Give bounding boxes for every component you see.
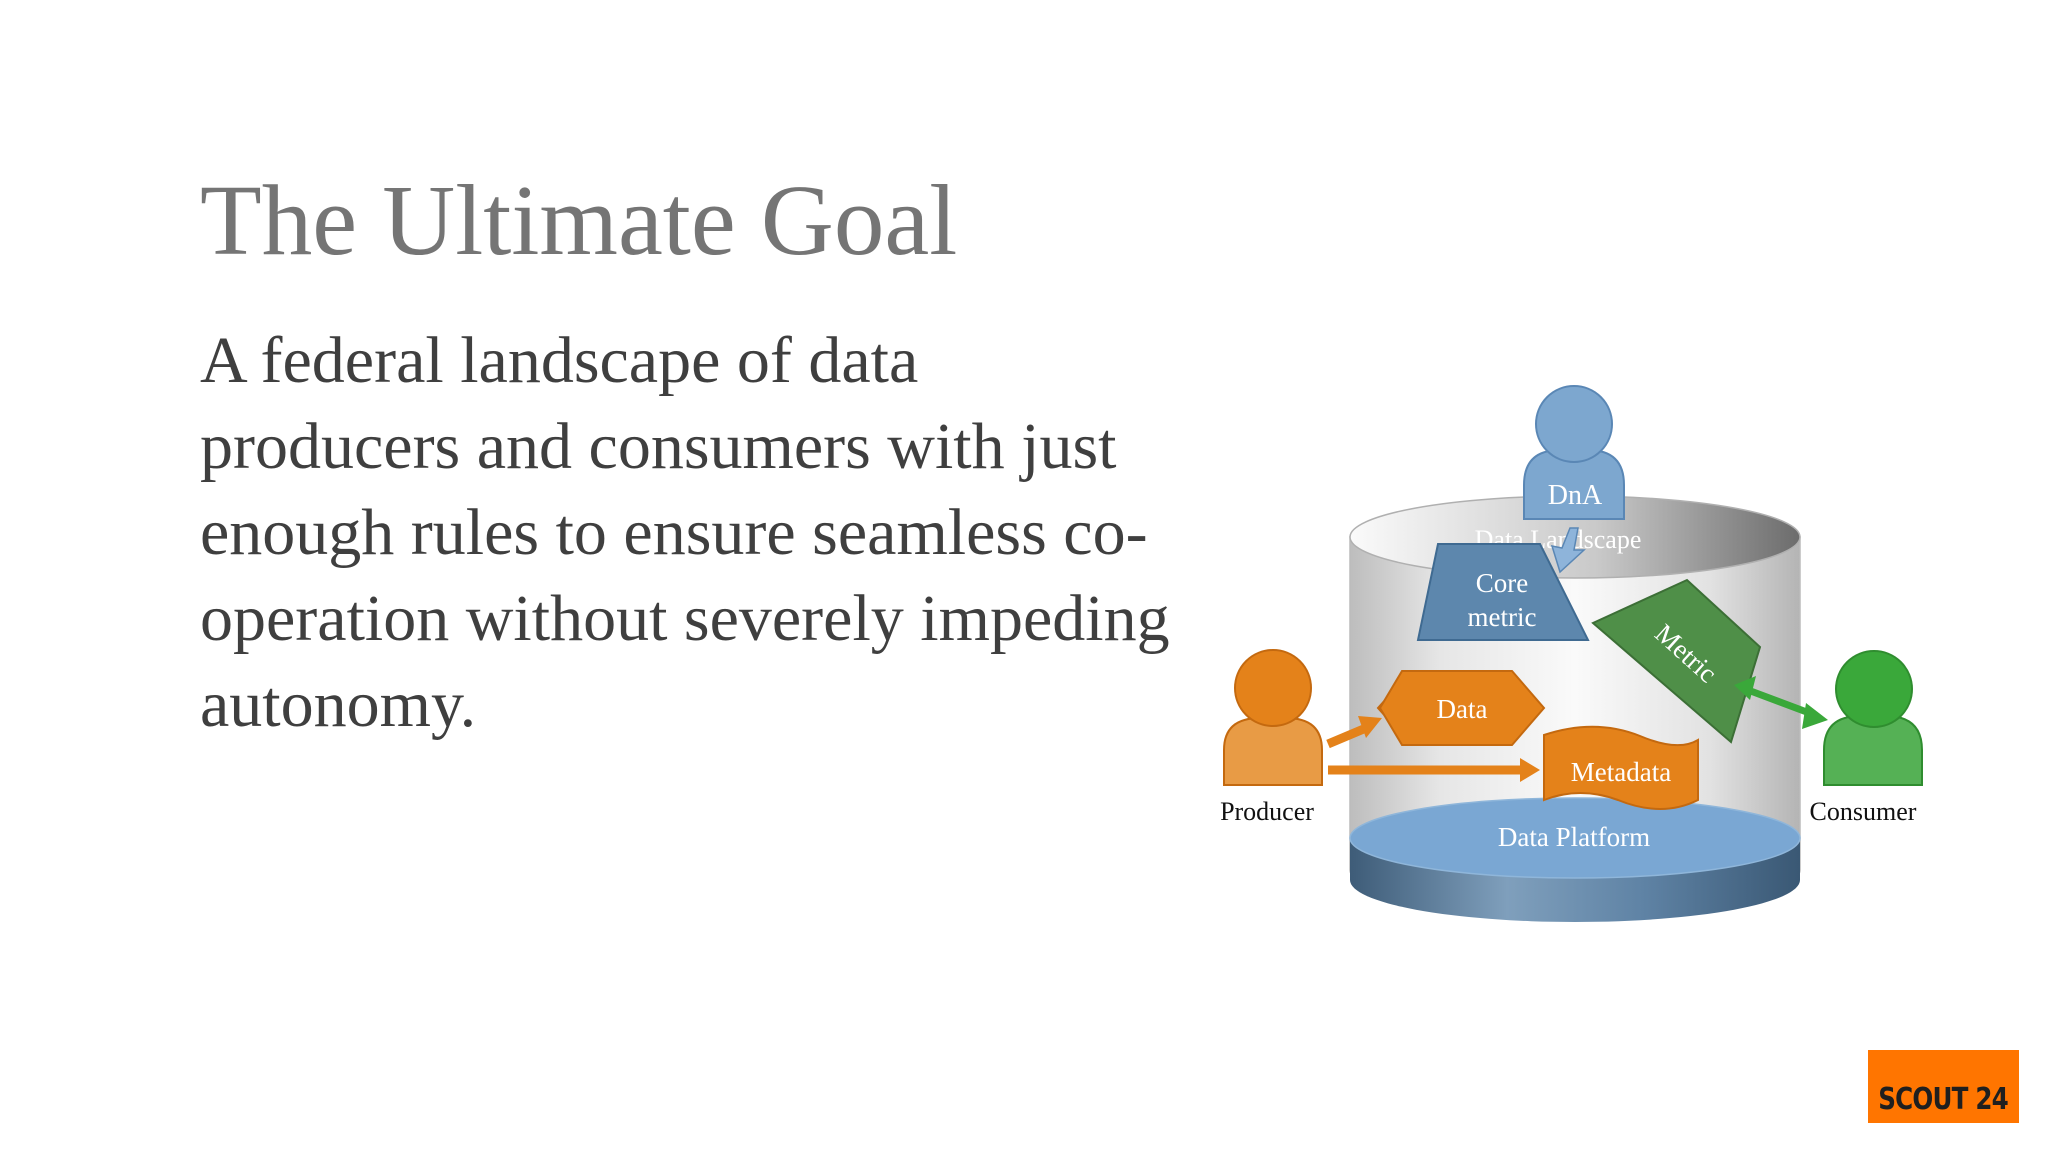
producer-label: Producer xyxy=(1220,797,1314,826)
core-metric-shape xyxy=(1416,543,1590,641)
data-label: Data xyxy=(1437,694,1488,724)
core-metric-line2: metric xyxy=(1468,602,1537,632)
platform-label: Data Platform xyxy=(1498,822,1650,852)
consumer-person-icon xyxy=(1823,650,1923,786)
producer-to-metadata-arrow xyxy=(1328,758,1540,782)
dna-person-icon xyxy=(1523,385,1625,520)
producer-person-icon xyxy=(1223,649,1323,786)
logo-text: SCOUT 24 xyxy=(1878,1082,2010,1117)
data-hexagon-body xyxy=(1378,670,1546,746)
dna-label: DnA xyxy=(1548,480,1603,511)
core-metric-line1: Core xyxy=(1476,568,1529,598)
consumer-label: Consumer xyxy=(1810,797,1917,826)
metric-consumer-arrow xyxy=(1734,676,1828,729)
scout24-logo: SCOUT 24 xyxy=(1868,1050,2019,1123)
dna-to-core-arrow xyxy=(1550,527,1586,574)
slide-title: The Ultimate Goal xyxy=(200,164,958,276)
data-landscape-diagram: Data Landscape Data Platform DnA Core me… xyxy=(1200,375,1940,945)
metadata-label: Metadata xyxy=(1571,757,1671,787)
slide-body: A federal landscape of data producers an… xyxy=(200,324,1170,741)
data-platform xyxy=(1349,797,1801,922)
metric-shape xyxy=(1591,578,1762,744)
metadata-shape xyxy=(1543,725,1699,810)
producer-to-data-arrow xyxy=(1326,716,1382,749)
